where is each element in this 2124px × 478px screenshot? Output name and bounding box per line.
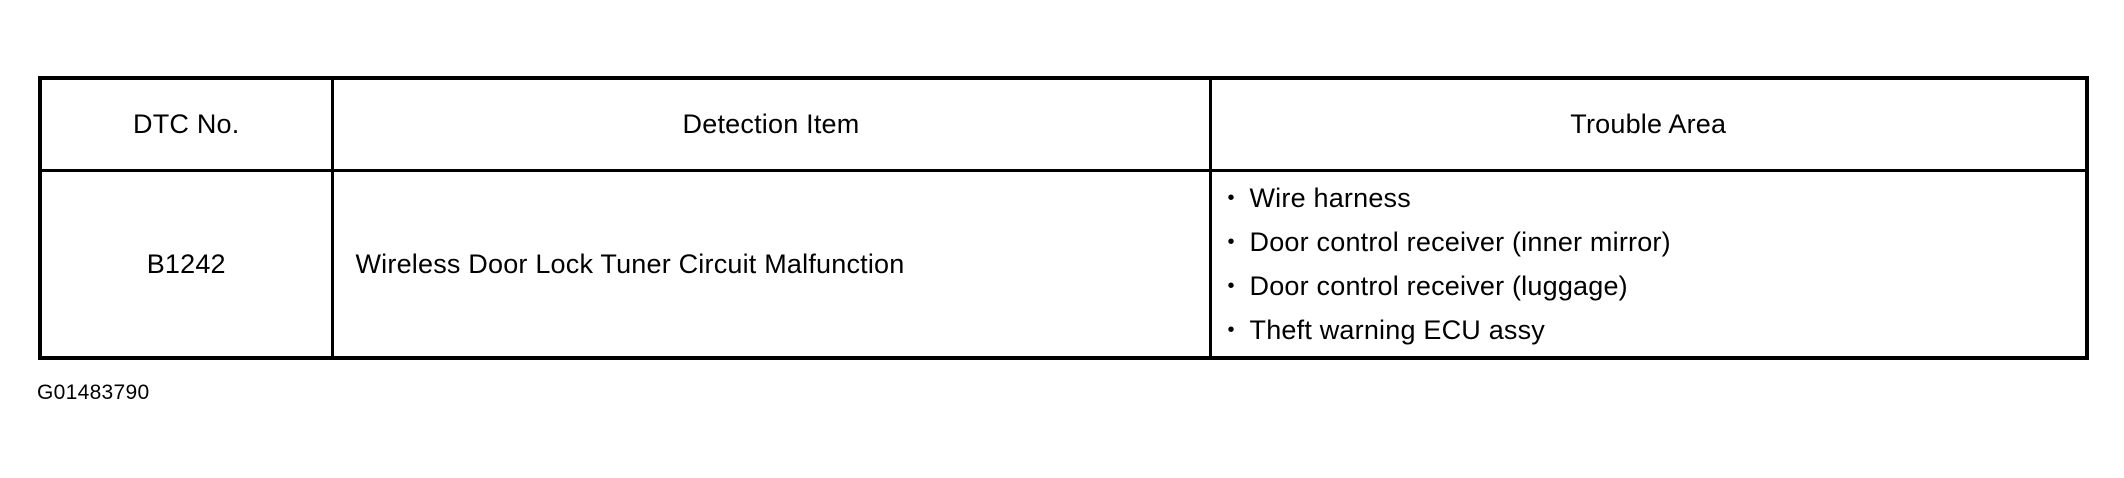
bullet-icon: • [1227,275,1235,297]
figure-id-label: G01483790 [37,381,150,404]
bullet-icon: • [1227,187,1235,209]
bullet-icon: • [1227,231,1235,253]
bullet-icon: • [1227,319,1235,341]
column-header-detection-item: Detection Item [332,78,1212,172]
cell-trouble-area: • Wire harness • Door control receiver (… [1210,170,2087,358]
dtc-table: DTC No. Detection Item Trouble Area B124… [38,76,2089,360]
list-item: • Wire harness [1226,176,2086,220]
list-item: • Door control receiver (inner mirror) [1226,220,2086,264]
list-item: • Door control receiver (luggage) [1226,264,2086,308]
list-item-label: Door control receiver (luggage) [1249,271,1628,301]
list-item-label: Theft warning ECU assy [1249,315,1546,345]
list-item: • Theft warning ECU assy [1226,308,2086,352]
cell-dtc-no: B1242 [40,170,334,358]
list-item-label: Wire harness [1249,183,1411,213]
table-row: B1242 Wireless Door Lock Tuner Circuit M… [40,170,2087,358]
list-item-label: Door control receiver (inner mirror) [1249,227,1671,257]
table-header-row: DTC No. Detection Item Trouble Area [40,78,2087,172]
cell-detection-item: Wireless Door Lock Tuner Circuit Malfunc… [332,170,1212,358]
trouble-area-list: • Wire harness • Door control receiver (… [1226,176,2086,352]
column-header-dtc-no: DTC No. [40,78,334,172]
column-header-trouble-area: Trouble Area [1210,78,2087,172]
